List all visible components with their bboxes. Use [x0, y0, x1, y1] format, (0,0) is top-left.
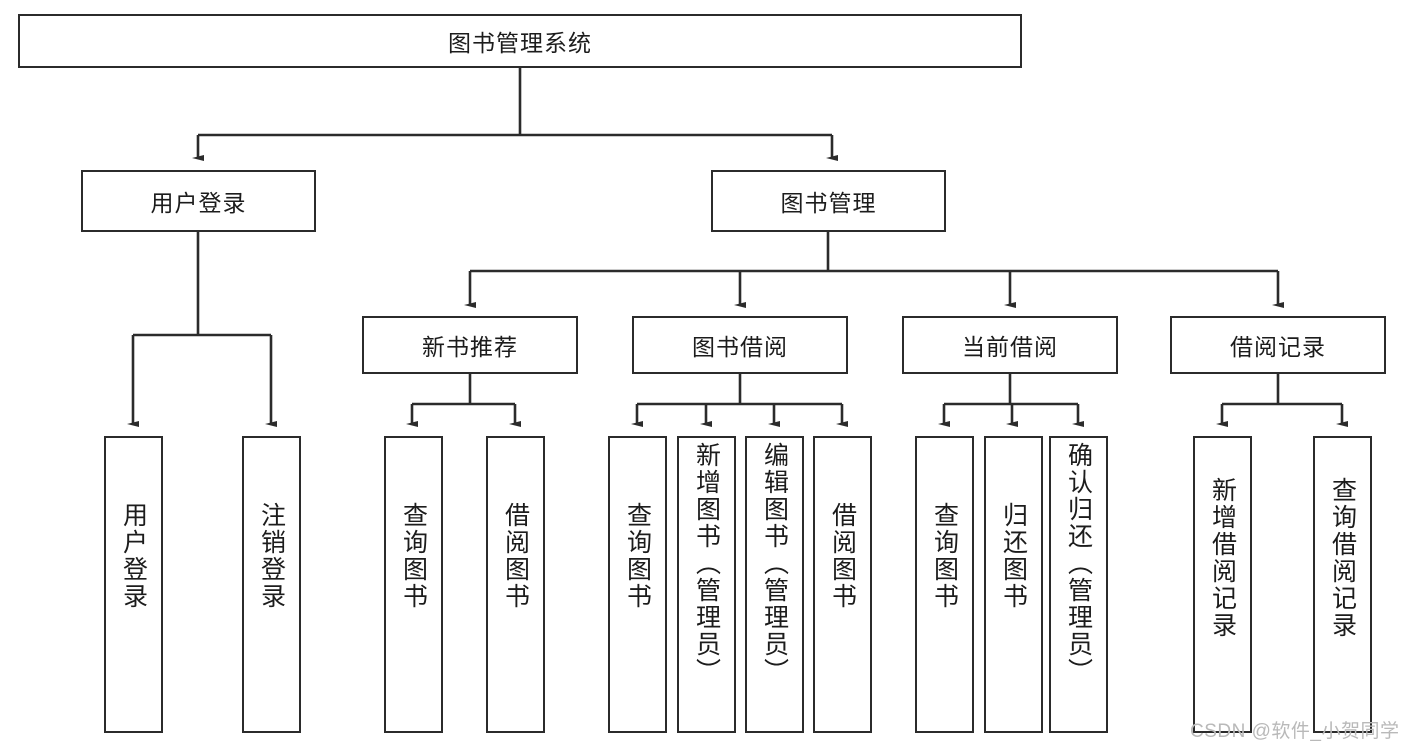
leaf-borrow-query-book[interactable]: 查询图书 [608, 436, 667, 733]
leaf-borrow-borrow-book-label: 借阅图书 [828, 502, 857, 610]
leaf-borrow-add-book-admin-label: 新增图书（管理员） [692, 442, 721, 685]
leaf-recommend-borrow-book[interactable]: 借阅图书 [486, 436, 545, 733]
node-borrow-record-label: 借阅记录 [1230, 334, 1326, 360]
leaf-recommend-query-book-label: 查询图书 [399, 502, 428, 610]
node-new-book-recommend[interactable]: 新书推荐 [362, 316, 578, 374]
leaf-record-query-record[interactable]: 查询借阅记录 [1313, 436, 1372, 733]
leaf-borrow-query-book-label: 查询图书 [623, 502, 652, 610]
leaf-recommend-borrow-book-label: 借阅图书 [501, 502, 530, 610]
leaf-record-add-record[interactable]: 新增借阅记录 [1193, 436, 1252, 733]
leaf-record-add-record-label: 新增借阅记录 [1208, 477, 1237, 639]
leaf-user-login-logout[interactable]: 注销登录 [242, 436, 301, 733]
leaf-borrow-edit-book-admin[interactable]: 编辑图书（管理员） [745, 436, 804, 733]
leaf-user-login-login-label: 用户登录 [119, 502, 148, 610]
leaf-current-query-book[interactable]: 查询图书 [915, 436, 974, 733]
node-user-login[interactable]: 用户登录 [81, 170, 316, 232]
node-user-login-label: 用户登录 [150, 190, 247, 216]
leaf-recommend-query-book[interactable]: 查询图书 [384, 436, 443, 733]
node-current-borrow-label: 当前借阅 [962, 334, 1058, 360]
node-book-borrow-label: 图书借阅 [692, 334, 788, 360]
node-root-system[interactable]: 图书管理系统 [18, 14, 1022, 68]
node-borrow-record[interactable]: 借阅记录 [1170, 316, 1386, 374]
leaf-borrow-edit-book-admin-label: 编辑图书（管理员） [760, 442, 789, 685]
node-book-management[interactable]: 图书管理 [711, 170, 946, 232]
node-new-book-recommend-label: 新书推荐 [422, 334, 518, 360]
leaf-current-return-book-label: 归还图书 [999, 502, 1028, 610]
node-current-borrow[interactable]: 当前借阅 [902, 316, 1118, 374]
leaf-user-login-logout-label: 注销登录 [257, 502, 286, 610]
leaf-current-query-book-label: 查询图书 [930, 502, 959, 610]
node-book-management-label: 图书管理 [780, 190, 877, 216]
node-root-system-label: 图书管理系统 [448, 30, 592, 56]
leaf-current-confirm-return-admin[interactable]: 确认归还（管理员） [1049, 436, 1108, 733]
leaf-borrow-borrow-book[interactable]: 借阅图书 [813, 436, 872, 733]
leaf-borrow-add-book-admin[interactable]: 新增图书（管理员） [677, 436, 736, 733]
leaf-user-login-login[interactable]: 用户登录 [104, 436, 163, 733]
watermark-text: CSDN @软件_小贺同学 [1190, 721, 1400, 742]
leaf-current-return-book[interactable]: 归还图书 [984, 436, 1043, 733]
leaf-record-query-record-label: 查询借阅记录 [1328, 477, 1357, 639]
leaf-current-confirm-return-admin-label: 确认归还（管理员） [1064, 442, 1093, 685]
node-book-borrow[interactable]: 图书借阅 [632, 316, 848, 374]
